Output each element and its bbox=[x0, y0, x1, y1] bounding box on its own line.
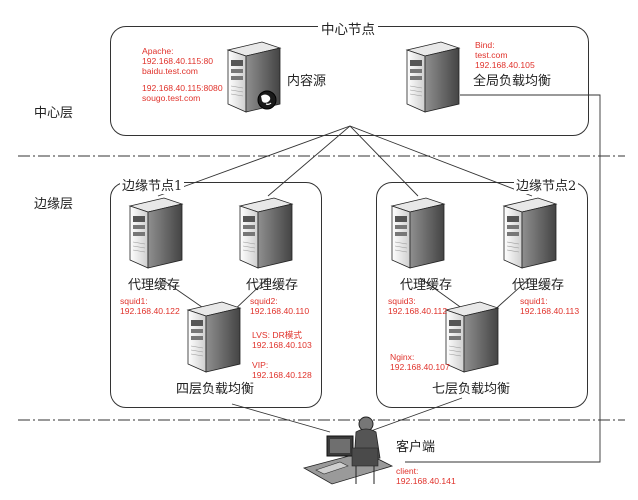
hub-links bbox=[157, 125, 533, 197]
edge1-cache-b-label: 代理缓存 bbox=[246, 278, 299, 293]
vip-info: VIP: 192.168.40.128 bbox=[252, 360, 312, 380]
gslb-client-link bbox=[405, 94, 601, 463]
edge1-squid2-info: squid2: 192.168.40.110 bbox=[250, 296, 310, 316]
edge-node-1-title: 边缘节点1 bbox=[120, 175, 185, 194]
apache-info: Apache: 192.168.40.115:80 baidu.test.com… bbox=[142, 46, 223, 103]
edge-node-1-box bbox=[110, 182, 322, 408]
nginx-info: Nginx: 192.168.40.107 bbox=[390, 352, 450, 372]
edge-node-2-title: 边缘节点2 bbox=[514, 175, 579, 194]
client-info: client: 192.168.40.141 bbox=[396, 466, 456, 486]
edge2-squid1-info: squid1: 192.168.40.113 bbox=[520, 296, 580, 316]
client-computer-icon bbox=[302, 416, 394, 485]
client-label: 客户端 bbox=[396, 440, 436, 455]
gslb-label: 全局负载均衡 bbox=[473, 74, 552, 89]
content-source-label: 内容源 bbox=[287, 74, 327, 89]
edge-node-2-box bbox=[376, 182, 588, 408]
edge1-cache-a-label: 代理缓存 bbox=[128, 278, 181, 293]
edge1-squid1-info: squid1: 192.168.40.122 bbox=[120, 296, 180, 316]
lb-client-links bbox=[231, 397, 463, 433]
edge2-lb-label: 七层负载均衡 bbox=[432, 382, 511, 397]
edge1-lb-label: 四层负载均衡 bbox=[176, 382, 255, 397]
center-node-title: 中心节点 bbox=[318, 18, 378, 38]
bind-info: Bind: test.com 192.168.40.105 bbox=[475, 40, 535, 70]
edge-layer-label: 边缘层 bbox=[34, 197, 74, 212]
edge2-cache-a-label: 代理缓存 bbox=[400, 278, 453, 293]
globe-icon bbox=[257, 90, 277, 110]
lvs-info: LVS: DR模式 192.168.40.103 bbox=[252, 330, 312, 350]
center-layer-label: 中心层 bbox=[34, 106, 74, 121]
edge2-squid3-info: squid3: 192.168.40.112 bbox=[388, 296, 448, 316]
edge2-cache-b-label: 代理缓存 bbox=[512, 278, 565, 293]
